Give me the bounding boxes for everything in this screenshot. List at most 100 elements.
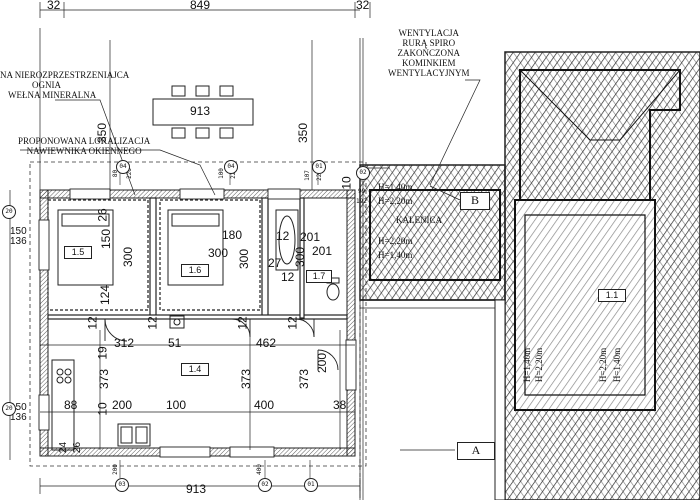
- ventilation-line5: WENTYLACYJNYM: [388, 68, 470, 78]
- height-top-1: H=1,40m: [378, 182, 413, 192]
- dim-top-total: 849: [190, 0, 211, 12]
- dim-living-200v: 200: [315, 352, 330, 374]
- dim-top-right: 32: [356, 0, 370, 12]
- dim-bottom-total: 913: [186, 482, 207, 496]
- insulation-note-line1: NA NIEROZPRZESTRZENIAJCA: [0, 70, 130, 80]
- room-1-7: 1.7: [306, 270, 332, 283]
- dimension-lines: [9, 2, 371, 500]
- dim-living-373b: 373: [239, 368, 254, 390]
- height-mid-1: H=2,20m: [378, 236, 413, 246]
- ridge-label: KALENICA: [396, 215, 442, 225]
- dim-r1-h: 150: [99, 228, 114, 250]
- bed-2: [167, 209, 224, 286]
- bed-1: [57, 209, 114, 286]
- height-bot-1: H=1,40m: [522, 347, 533, 383]
- dim-wall-19: 19: [95, 346, 110, 360]
- trickle-vent-line2: NAWIEWNIKA OKIENNEGO: [26, 146, 142, 156]
- axis-20b: 20: [2, 402, 16, 416]
- leader-lines: [20, 79, 481, 451]
- dim-left-26: 26: [72, 441, 84, 454]
- dim-left-24: 24: [58, 441, 70, 454]
- dim-r1-top: 26: [95, 208, 110, 222]
- ventilation-line3: ZAKOŃCZONA: [397, 48, 461, 58]
- dim-bot-88: 88: [64, 398, 78, 412]
- dim-bot-10: 10: [95, 402, 110, 416]
- trickle-vent-note: PROPONOWANA LOKALIZACJA NAWIEWNIKA OKIEN…: [18, 136, 150, 156]
- trickle-vent-line1: PROPONOWANA LOKALIZACJA: [18, 136, 151, 146]
- height-bot-4: H=1,40m: [612, 347, 623, 383]
- room-1-6: 1.6: [181, 264, 209, 277]
- dim-top-right-10: 10: [339, 176, 354, 190]
- washbasin: [169, 315, 185, 329]
- dim-small-400: 400: [255, 464, 263, 475]
- ventilation-line2: RURĄ SPIRO: [402, 38, 456, 48]
- eaves-outline: [29, 161, 367, 500]
- axis-01: 01: [312, 160, 326, 174]
- room-1-1: 1.1: [598, 289, 626, 302]
- dim-top-left: 32: [47, 0, 61, 12]
- dim-wall-12d: 12: [285, 316, 300, 330]
- height-bot-2: H=2,20m: [534, 347, 545, 383]
- dim-living-373a: 373: [97, 368, 112, 390]
- dim-table-top: 913: [190, 104, 211, 118]
- dim-vert-left: 350: [95, 122, 110, 144]
- interior-walls: [47, 197, 348, 320]
- dim-small-99: 99: [358, 188, 366, 195]
- axis-04a: 04: [116, 160, 130, 174]
- insulation-note: NA NIEROZPRZESTRZENIAJCA OGNIA WEŁNA MIN…: [0, 70, 129, 100]
- dim-left-150b: 150: [10, 402, 27, 413]
- dining-table: [152, 85, 254, 139]
- dim-r1-bottom: 124: [98, 284, 113, 306]
- dim-living-462: 462: [256, 336, 277, 350]
- grid-mark-a: A: [457, 442, 495, 460]
- insulation-note-line3: WEŁNA MINERALNA: [8, 90, 97, 100]
- insulation-note-line2: OGNIA: [32, 80, 61, 90]
- dim-small-107: 107: [303, 170, 311, 181]
- dim-bath-w: 201: [300, 230, 321, 244]
- room-1-5: 1.5: [64, 246, 92, 259]
- dim-r2-h: 300: [121, 246, 136, 268]
- windows: [38, 188, 357, 458]
- dim-wall-12b: 12: [145, 316, 160, 330]
- bathtub: [275, 209, 299, 271]
- dim-bot-200: 200: [112, 398, 133, 412]
- axis-02: 02: [258, 478, 272, 492]
- dim-living-373c: 373: [297, 368, 312, 390]
- dim-r2-top: 300: [208, 246, 229, 260]
- dim-small-200: 200: [111, 464, 119, 475]
- dim-left-150a: 150: [10, 226, 27, 237]
- dim-wall-12c: 12: [235, 316, 250, 330]
- dim-bath-300: 300: [293, 246, 308, 268]
- dim-small-192: 192: [356, 198, 367, 205]
- axis-02b: 02: [356, 166, 370, 180]
- dim-r2-w: 180: [222, 228, 243, 242]
- dim-bot-100: 100: [166, 398, 187, 412]
- dim-left-136b: 136: [10, 412, 27, 423]
- dim-living-51: 51: [168, 336, 182, 350]
- axis-01b: 01: [304, 478, 318, 492]
- dim-bot-400: 400: [254, 398, 275, 412]
- dim-living-312: 312: [114, 336, 135, 350]
- grid-mark-b: B: [460, 192, 490, 210]
- height-top-2: H=2,20m: [378, 196, 413, 206]
- dim-bot-38: 38: [333, 398, 347, 412]
- kitchen-counter: [51, 359, 151, 451]
- dim-bath-12b: 12: [281, 270, 295, 284]
- dim-bath-w2: 201: [312, 244, 333, 258]
- dim-r2-h2: 300: [237, 248, 252, 270]
- room-1-4: 1.4: [181, 363, 209, 376]
- axis-03: 03: [115, 478, 129, 492]
- dim-bath-12a: 12: [276, 229, 290, 243]
- roof-area: [359, 51, 700, 500]
- ventilation-note: WENTYLACJA RURĄ SPIRO ZAKOŃCZONA KOMINKI…: [388, 28, 470, 78]
- height-bot-3: H=2,20m: [598, 347, 609, 383]
- dim-bath-pipes: 27: [268, 256, 282, 270]
- dim-wall-12a: 12: [85, 316, 100, 330]
- doors: [104, 318, 339, 371]
- axis-04b: 04: [224, 160, 238, 174]
- height-mid-2: H=1,40m: [378, 250, 413, 260]
- dim-vert-right: 350: [296, 122, 311, 144]
- axis-20a: 20: [2, 205, 16, 219]
- dim-left-136a: 136: [10, 236, 27, 247]
